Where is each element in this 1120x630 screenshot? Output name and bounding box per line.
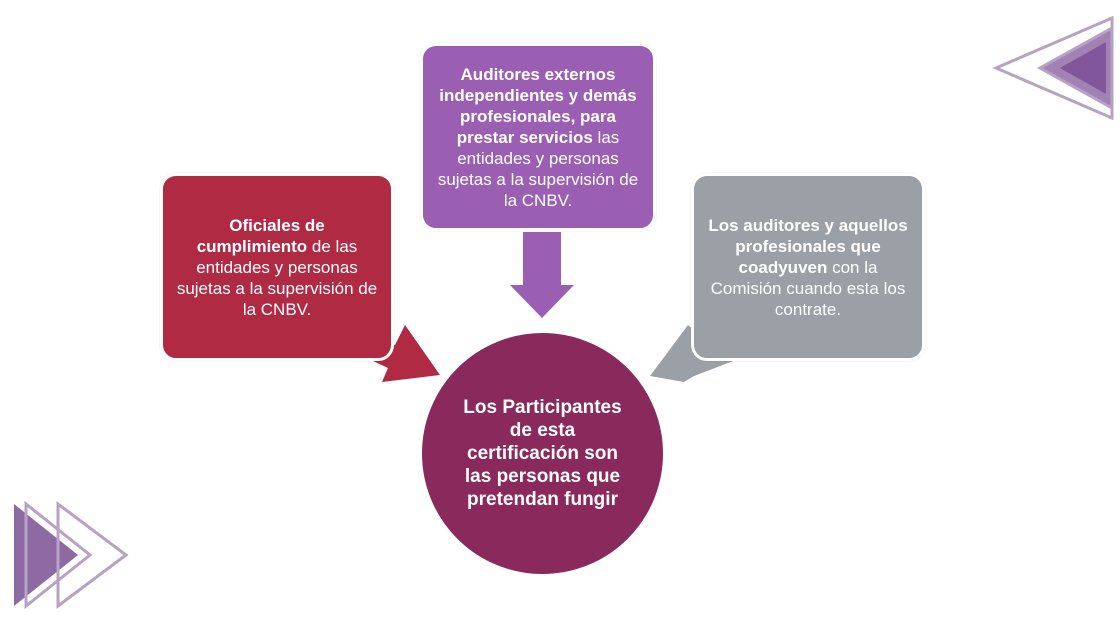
box-compliance-officers-text: Oficiales de cumplimiento de las entidad… (175, 215, 379, 320)
box-compliance-officers-rest: de las entidades y personas sujetas a la… (176, 236, 378, 319)
chevron-decoration-bottom-left (14, 500, 129, 610)
box-auditors-professionals-text: Los auditores y aquellos profesionales q… (706, 215, 910, 320)
box-external-auditors-bold: Auditores externos independientes y demá… (439, 64, 637, 147)
chevron-decoration-top-right (992, 15, 1114, 121)
box-compliance-officers-bold: Oficiales de cumplimiento (196, 215, 325, 256)
box-auditors-professionals: Los auditores y aquellos profesionales q… (691, 173, 925, 361)
arrow-top (510, 232, 574, 318)
box-auditors-professionals-bold: Los auditores y aquellos profesionales q… (708, 215, 908, 277)
center-circle-text: Los Participantes de esta certificación … (463, 397, 622, 510)
box-auditors-professionals-rest: con la Comisión cuando esta los contrate… (710, 257, 906, 319)
center-circle: Los Participantes de esta certificación … (419, 330, 666, 577)
arrow-left (360, 325, 440, 382)
box-compliance-officers: Oficiales de cumplimiento de las entidad… (160, 173, 394, 361)
box-external-auditors-rest: las entidades y personas sujetas a la su… (437, 127, 639, 210)
box-external-auditors: Auditores externos independientes y demá… (420, 43, 656, 231)
box-external-auditors-text: Auditores externos independientes y demá… (435, 64, 641, 211)
